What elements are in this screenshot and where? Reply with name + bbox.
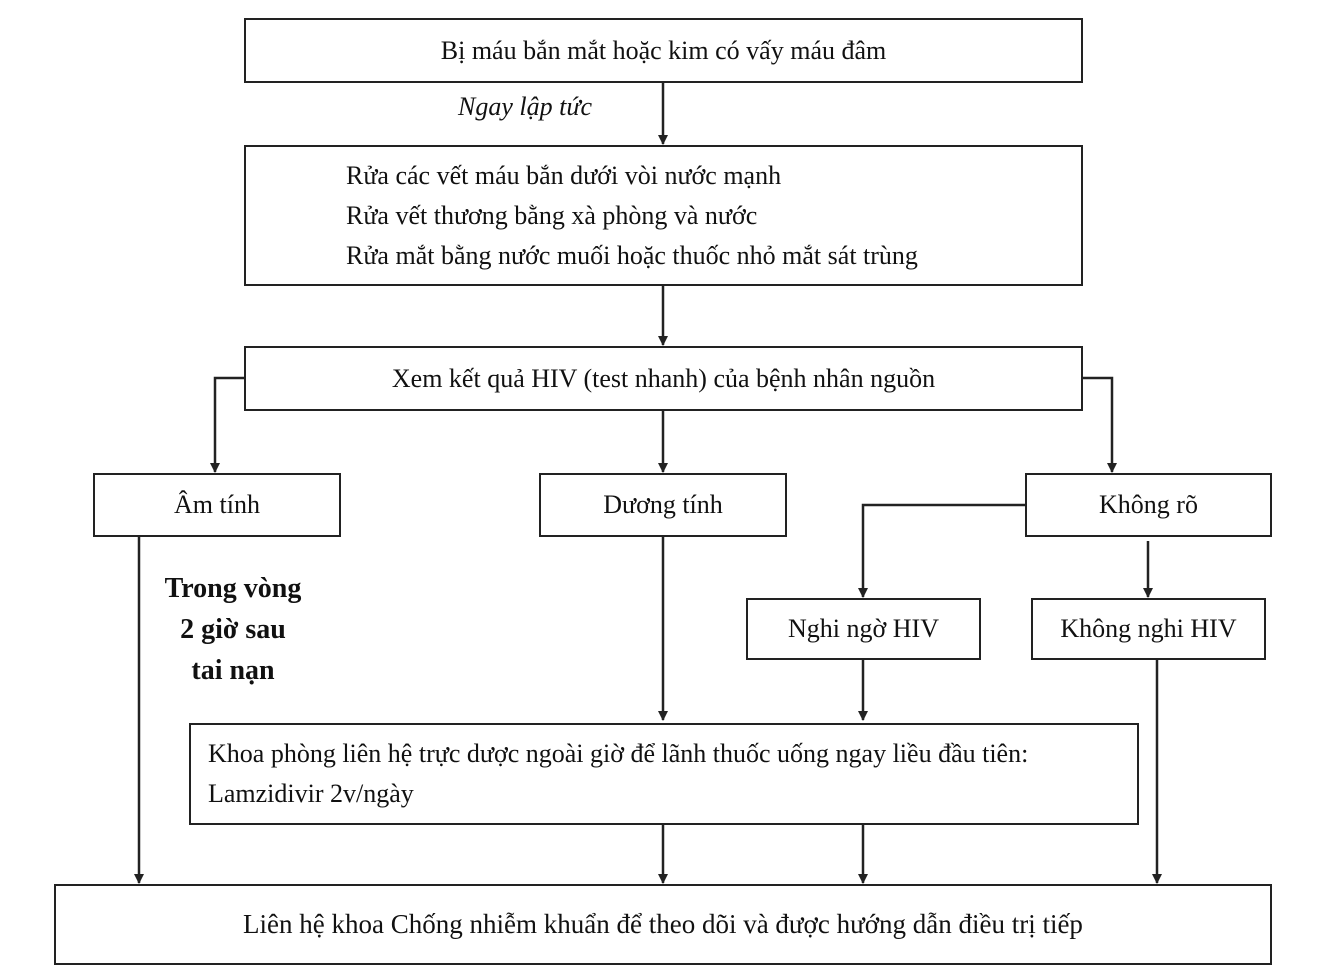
wash-line-3: Rửa mắt bằng nước muối hoặc thuốc nhỏ mắ… — [346, 240, 918, 270]
node-wash: Rửa các vết máu bắn dưới vòi nước mạnh R… — [244, 145, 1083, 286]
node-unknown: Không rõ — [1025, 473, 1272, 537]
within-line-1: Trong vòng — [164, 573, 302, 604]
arrow-unknown-to-suspect — [858, 503, 1025, 598]
label-immediately: Ngay lập tức — [458, 92, 593, 121]
wash-line-1: Rửa các vết máu bắn dưới vòi nước mạnh — [346, 160, 782, 190]
within-line-2: 2 giờ sau — [180, 614, 286, 645]
node-final: Liên hệ khoa Chống nhiễm khuẩn để theo d… — [54, 884, 1272, 965]
node-negative: Âm tính — [93, 473, 341, 537]
node-positive: Dương tính — [539, 473, 787, 537]
within-line-3: tai nạn — [191, 655, 275, 686]
medicine-line-2: Lamzidivir 2v/ngày — [208, 779, 414, 808]
node-check: Xem kết quả HIV (test nhanh) của bệnh nh… — [244, 346, 1083, 411]
medicine-line-1: Khoa phòng liên hệ trực dược ngoài giờ đ… — [208, 739, 1029, 768]
arrow-check-to-negative — [210, 376, 244, 473]
node-suspect-hiv: Nghi ngờ HIV — [746, 598, 981, 660]
arrow-check-to-unknown — [1083, 376, 1117, 473]
wash-line-2: Rửa vết thương bằng xà phòng và nước — [346, 200, 758, 230]
node-start: Bị máu bắn mắt hoặc kim có vấy máu đâm — [244, 18, 1083, 83]
label-within-2-hours: Trong vòng 2 giờ sau tai nạn — [150, 568, 316, 691]
node-medicine: Khoa phòng liên hệ trực dược ngoài giờ đ… — [189, 723, 1139, 825]
node-no-suspect-hiv: Không nghi HIV — [1031, 598, 1266, 660]
